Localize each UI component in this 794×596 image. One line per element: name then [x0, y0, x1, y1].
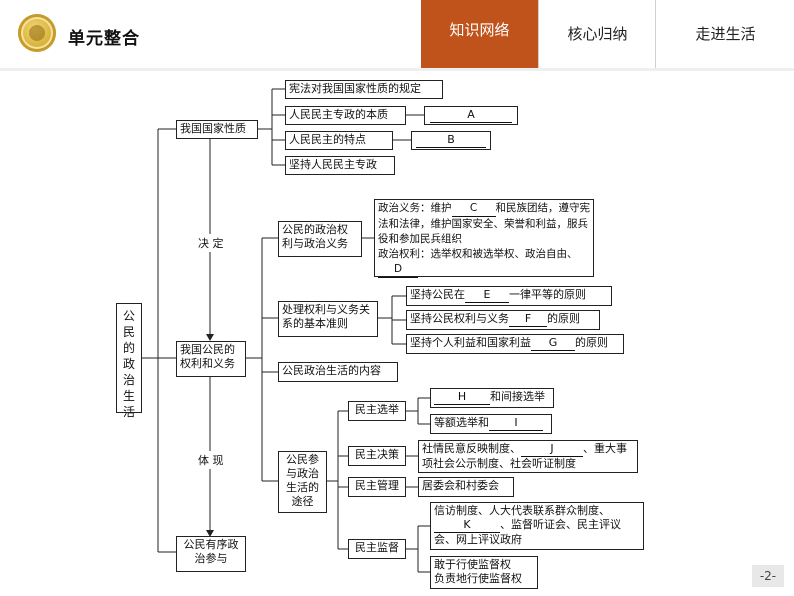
answer-g: G: [531, 336, 575, 351]
answer-k: K: [434, 518, 500, 533]
node-orderly-participation: 公民有序政治参与: [176, 536, 246, 572]
node-exercise-supervision: 敢于行使监督权负责地行使监督权: [430, 556, 538, 589]
election-h-post: 和间接选举: [490, 390, 545, 403]
node-political-life-content: 公民政治生活的内容: [278, 362, 398, 382]
answer-d: D: [378, 262, 418, 278]
header-bar: 单元整合 知识网络 核心归纳 走进生活: [0, 0, 794, 69]
node-dictatorship-essence: 人民民主专政的本质: [285, 106, 406, 125]
principle-e-pre: 坚持公民在: [410, 288, 465, 301]
answer-b: B: [416, 133, 486, 148]
principle-g-pre: 坚持个人利益和国家利益: [410, 336, 531, 349]
node-constitution-nature: 宪法对我国国家性质的规定: [285, 80, 443, 99]
answer-i: I: [489, 416, 543, 431]
election-i-pre: 等额选举和: [434, 416, 489, 429]
answer-e: E: [465, 288, 509, 303]
supervision-text-2: 、监督听证会、民主评议会、网上评议政府: [434, 518, 621, 546]
node-democratic-election: 民主选举: [348, 401, 406, 421]
answer-box-b: B: [411, 131, 491, 150]
node-democracy-features: 人民民主的特点: [285, 131, 393, 150]
root-node-label: 公民的政治生活: [122, 309, 135, 419]
edge-label-embody: 体 现: [198, 451, 224, 469]
principle-g-post: 的原则: [575, 336, 608, 349]
supervision-dare-1: 敢于行使监督权: [434, 558, 511, 571]
answer-box-a: A: [424, 106, 518, 125]
node-residents-villagers-committee: 居委会和村委会: [418, 477, 514, 497]
tab-knowledge-network[interactable]: 知识网络: [421, 0, 538, 68]
decision-text-2: 、重大事项社会公示制度、社会听证制度: [422, 442, 627, 470]
detail-text-2: 和民族团结，遵守宪法和法律，维护国家安全、荣誉和利益，服兵役和参加民兵组织: [378, 202, 590, 245]
page-number: -2-: [752, 565, 784, 587]
principle-e-post: 一律平等的原则: [509, 288, 586, 301]
root-node: 公民的政治生活: [116, 303, 142, 419]
page-title: 单元整合: [68, 29, 140, 49]
answer-a: A: [430, 108, 512, 123]
node-national-nature: 我国国家性质: [176, 120, 258, 139]
tab-into-life[interactable]: 走进生活: [655, 0, 794, 68]
detail-text-1: 政治义务：维护: [378, 202, 452, 214]
node-participation-ways: 公民参与政治生活的途径: [278, 451, 327, 513]
supervision-text-1: 信访制度、人大代表联系群众制度、: [434, 504, 610, 517]
principle-f-pre: 坚持公民权利与义务: [410, 312, 509, 325]
detail-text-3: 政治权利：选举权和被选举权、政治自由、: [378, 248, 578, 260]
supervision-dare-2: 负责地行使监督权: [434, 572, 522, 585]
answer-f: F: [509, 312, 547, 327]
decision-text-1: 社情民意反映制度、: [422, 442, 521, 455]
node-democratic-supervision: 民主监督: [348, 539, 406, 559]
node-democratic-management: 民主管理: [348, 477, 406, 497]
node-uphold-dictatorship: 坚持人民民主专政: [285, 156, 395, 175]
node-supervision-detail: 信访制度、人大代表联系群众制度、K、监督听证会、民主评议会、网上评议政府: [430, 502, 644, 550]
node-basic-principles: 处理权利与义务关系的基本准则: [278, 301, 378, 337]
node-political-rights-duties: 公民的政治权利与政治义务: [278, 221, 362, 257]
school-logo-icon: [18, 14, 56, 52]
principle-f-post: 的原则: [547, 312, 580, 325]
edge-label-decide: 决 定: [198, 234, 224, 252]
answer-c: C: [451, 201, 496, 217]
node-citizen-rights-duties: 我国公民的权利和义务: [176, 341, 246, 377]
answer-h: H: [434, 390, 490, 405]
node-decision-detail: 社情民意反映制度、J、重大事项社会公示制度、社会听证制度: [418, 440, 638, 473]
header-separator: [0, 68, 794, 71]
tab-core-summary[interactable]: 核心归纳: [538, 0, 656, 68]
node-democratic-decision: 民主决策: [348, 446, 406, 466]
answer-j: J: [521, 442, 583, 457]
